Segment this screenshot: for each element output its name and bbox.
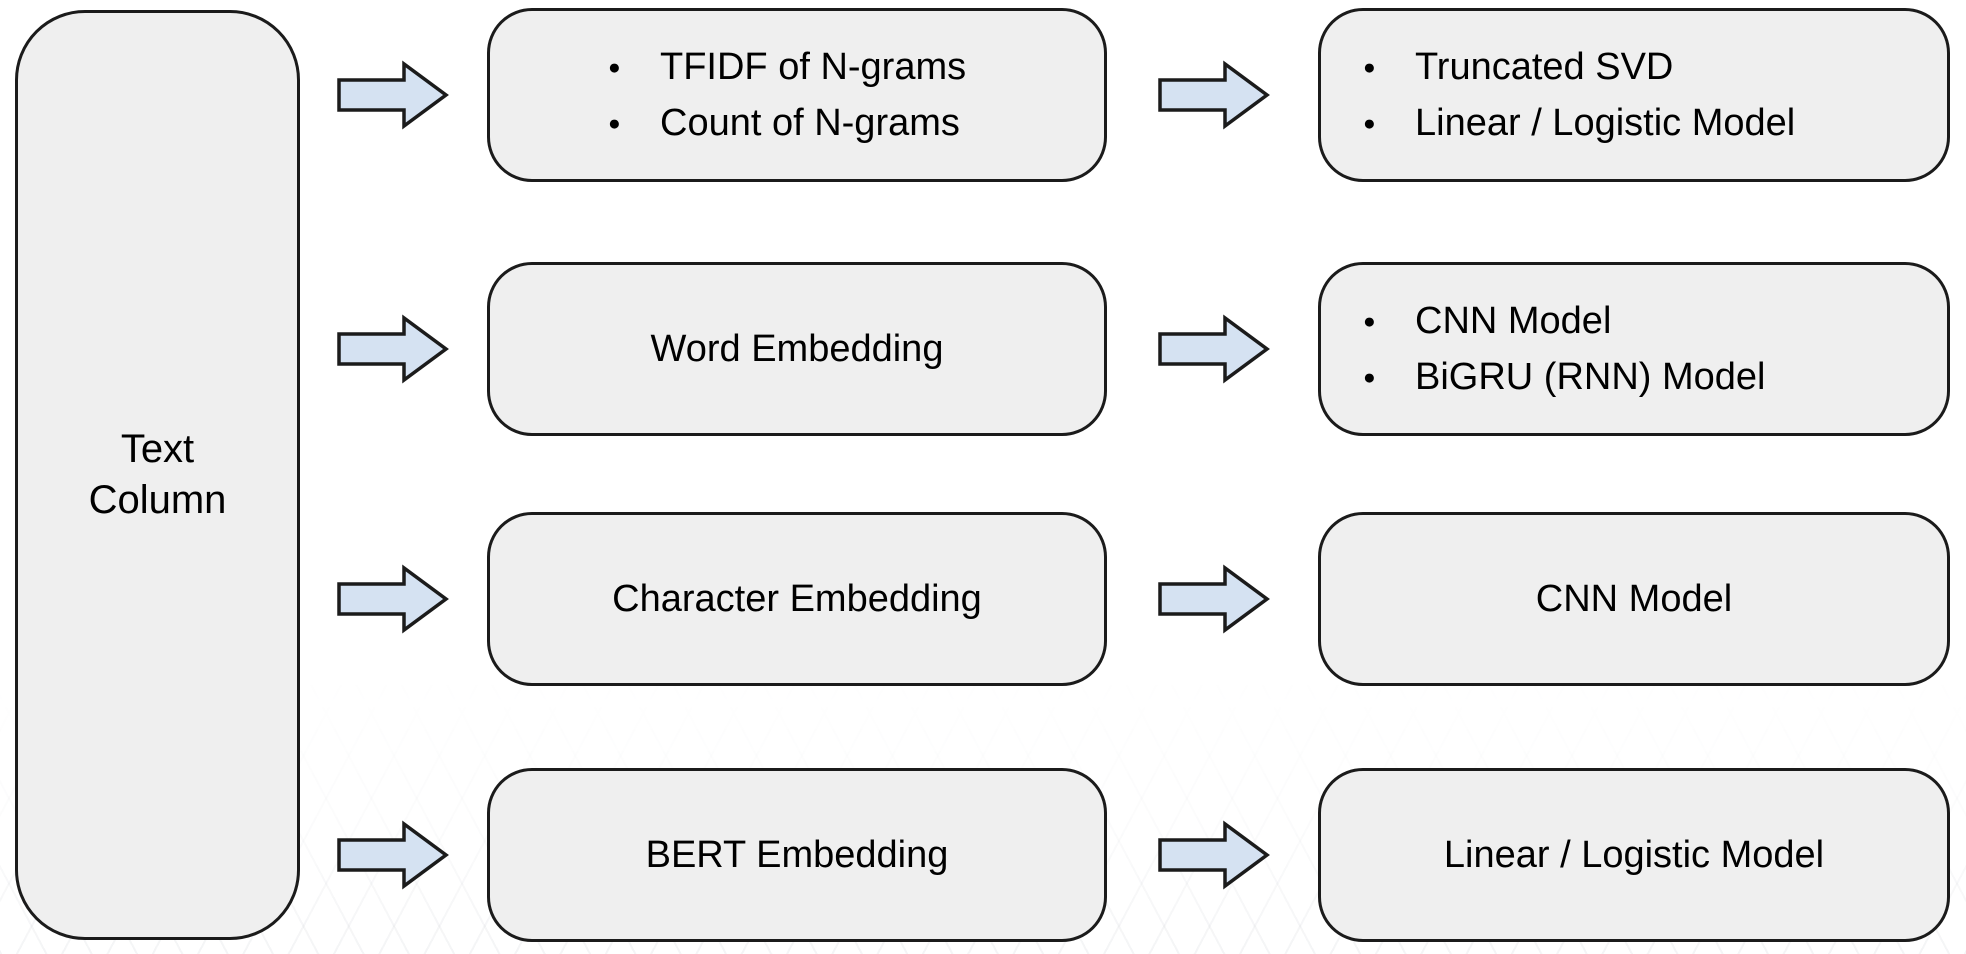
flow-arrow-icon bbox=[1157, 564, 1271, 634]
flow-arrow-icon bbox=[1157, 314, 1271, 384]
word-embedding-box: Word Embedding bbox=[487, 262, 1107, 436]
tfidf-count-box: ● TFIDF of N-grams ● Count of N-grams bbox=[487, 8, 1107, 182]
bullet-item: ● TFIDF of N-grams bbox=[602, 39, 1104, 95]
bullet-item-text: Linear / Logistic Model bbox=[1415, 101, 1796, 144]
flow-arrow-icon bbox=[1157, 820, 1271, 890]
bullet-icon: ● bbox=[608, 111, 621, 135]
bullet-item: ● Linear / Logistic Model bbox=[1357, 95, 1947, 151]
model-label: CNN Model bbox=[1535, 577, 1733, 620]
cnn-model-box: CNN Model bbox=[1318, 512, 1950, 686]
bullet-item: ● Truncated SVD bbox=[1357, 39, 1947, 95]
bullet-item: ● CNN Model bbox=[1357, 293, 1947, 349]
bullet-item-text: Count of N-grams bbox=[660, 101, 960, 144]
bullet-item-text: TFIDF of N-grams bbox=[660, 45, 967, 88]
bullet-icon: ● bbox=[1363, 55, 1376, 79]
text-column-label: Text Column bbox=[88, 426, 227, 522]
character-embedding-box: Character Embedding bbox=[487, 512, 1107, 686]
bullet-icon: ● bbox=[1363, 111, 1376, 135]
model-list: ● CNN Model ● BiGRU (RNN) Model bbox=[1321, 293, 1947, 405]
cnn-bigru-model-box: ● CNN Model ● BiGRU (RNN) Model bbox=[1318, 262, 1950, 436]
bullet-item-text: CNN Model bbox=[1415, 299, 1612, 342]
flow-arrow-icon bbox=[1157, 60, 1271, 130]
svd-linear-model-box: ● Truncated SVD ● Linear / Logistic Mode… bbox=[1318, 8, 1950, 182]
bullet-icon: ● bbox=[608, 55, 621, 79]
bullet-item: ● Count of N-grams bbox=[602, 95, 1104, 151]
model-label: Linear / Logistic Model bbox=[1443, 833, 1825, 876]
flow-arrow-icon bbox=[336, 60, 450, 130]
bullet-item: ● BiGRU (RNN) Model bbox=[1357, 349, 1947, 405]
feature-label: Word Embedding bbox=[650, 327, 944, 370]
feature-label: BERT Embedding bbox=[645, 833, 949, 876]
flow-arrow-icon bbox=[336, 314, 450, 384]
flow-arrow-icon bbox=[336, 564, 450, 634]
bullet-item-text: Truncated SVD bbox=[1415, 45, 1674, 88]
feature-label: Character Embedding bbox=[612, 577, 982, 620]
bullet-item-text: BiGRU (RNN) Model bbox=[1415, 355, 1766, 398]
model-list: ● Truncated SVD ● Linear / Logistic Mode… bbox=[1321, 39, 1947, 151]
bullet-icon: ● bbox=[1363, 309, 1376, 333]
bert-embedding-box: BERT Embedding bbox=[487, 768, 1107, 942]
bullet-icon: ● bbox=[1363, 365, 1376, 389]
text-column-box: Text Column bbox=[15, 10, 300, 940]
flow-arrow-icon bbox=[336, 820, 450, 890]
linear-logistic-model-box: Linear / Logistic Model bbox=[1318, 768, 1950, 942]
feature-list: ● TFIDF of N-grams ● Count of N-grams bbox=[490, 39, 1104, 151]
